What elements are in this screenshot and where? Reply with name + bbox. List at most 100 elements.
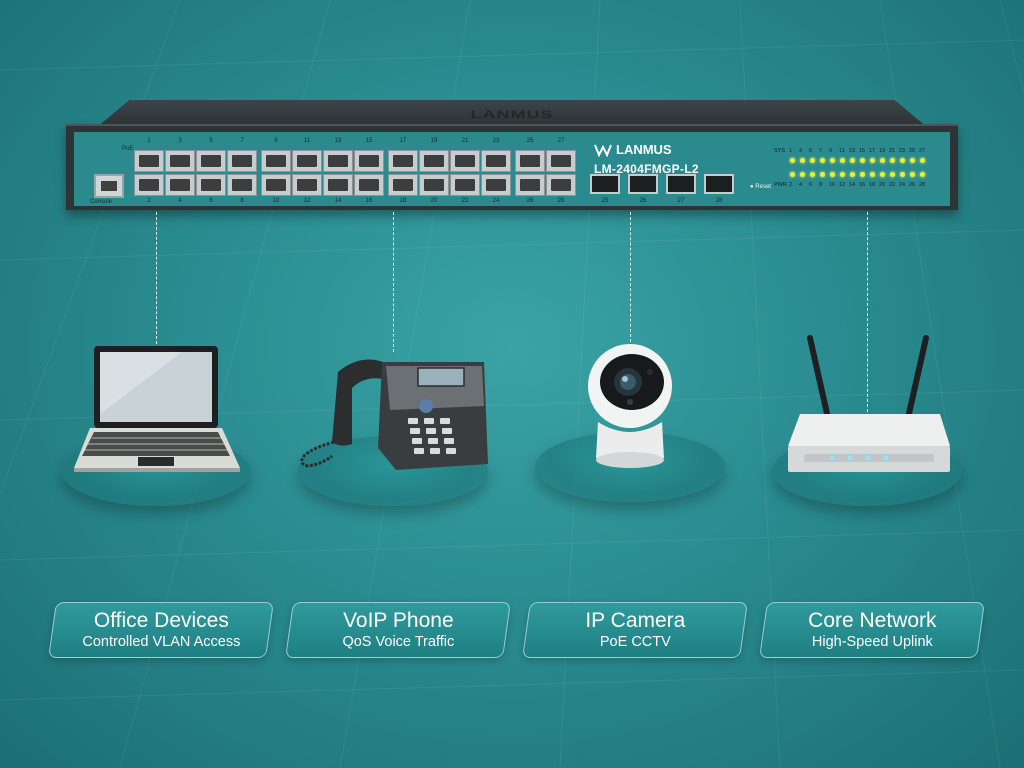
status-led bbox=[790, 172, 795, 177]
combo-port-number-bottom: 28 bbox=[557, 198, 565, 204]
status-led bbox=[820, 172, 825, 177]
port-number-bottom: 6 bbox=[209, 198, 213, 204]
combo-port-number-bottom: 26 bbox=[526, 198, 534, 204]
led-number-bottom: 8 bbox=[819, 182, 823, 188]
office-devices-card: Office Devices Controlled VLAN Access bbox=[48, 602, 274, 658]
rj45-port bbox=[165, 150, 195, 172]
rj45-port bbox=[261, 150, 291, 172]
pwr-label: PWR bbox=[774, 182, 787, 188]
combo-port-number-top: 25 bbox=[526, 138, 534, 144]
led-number-top: 21 bbox=[889, 148, 896, 154]
status-led bbox=[810, 172, 815, 177]
rj45-port bbox=[227, 174, 257, 196]
led-number-bottom: 14 bbox=[849, 182, 856, 188]
port-number-bottom: 14 bbox=[334, 198, 342, 204]
led-number-bottom: 20 bbox=[879, 182, 886, 188]
status-led bbox=[840, 172, 845, 177]
voip-phone-title: VoIP Phone bbox=[343, 609, 454, 632]
rj45-port bbox=[165, 174, 195, 196]
port-number-bottom: 22 bbox=[461, 198, 469, 204]
console-label: Console bbox=[90, 199, 113, 205]
router-icon bbox=[788, 335, 950, 472]
led-number-bottom: 12 bbox=[839, 182, 846, 188]
rj45-port bbox=[261, 174, 291, 196]
sfp-port bbox=[704, 174, 734, 194]
core-network-card: Core Network High-Speed Uplink bbox=[759, 602, 985, 658]
status-led bbox=[850, 172, 855, 177]
status-led bbox=[920, 172, 925, 177]
poe-label: PoE bbox=[122, 146, 134, 152]
rj45-port bbox=[134, 150, 164, 172]
console-port bbox=[94, 174, 124, 198]
combo-rj45-port bbox=[515, 174, 545, 196]
sfp-port-number: 28 bbox=[715, 198, 723, 204]
port-number-bottom: 4 bbox=[178, 198, 182, 204]
port-number-bottom: 16 bbox=[365, 198, 373, 204]
status-led bbox=[800, 172, 805, 177]
status-led bbox=[820, 158, 825, 163]
rj45-port bbox=[419, 150, 449, 172]
rj45-port bbox=[450, 150, 480, 172]
led-number-top: 5 bbox=[809, 148, 813, 154]
led-number-bottom: 26 bbox=[909, 182, 916, 188]
status-led bbox=[890, 158, 895, 163]
led-number-bottom: 4 bbox=[799, 182, 803, 188]
led-number-top: 19 bbox=[879, 148, 886, 154]
status-led bbox=[900, 172, 905, 177]
sfp-port bbox=[666, 174, 696, 194]
port-number-bottom: 24 bbox=[492, 198, 500, 204]
status-led bbox=[860, 172, 865, 177]
status-led bbox=[790, 158, 795, 163]
office-devices-subtitle: Controlled VLAN Access bbox=[82, 634, 241, 650]
switch-top-brand: LANMUS bbox=[470, 108, 554, 121]
status-led bbox=[850, 158, 855, 163]
rj45-port bbox=[419, 174, 449, 196]
sfp-port bbox=[590, 174, 620, 194]
port-number-bottom: 12 bbox=[303, 198, 311, 204]
sfp-port-number: 27 bbox=[677, 198, 685, 204]
ip-camera-card: IP Camera PoE CCTV bbox=[522, 602, 748, 658]
led-number-bottom: 10 bbox=[829, 182, 836, 188]
led-number-bottom: 24 bbox=[899, 182, 906, 188]
port-number-top: 9 bbox=[274, 138, 278, 144]
rj45-port bbox=[134, 174, 164, 196]
sys-label: SYS bbox=[774, 148, 786, 154]
voip-phone-icon bbox=[300, 359, 488, 470]
led-number-top: 3 bbox=[799, 148, 803, 154]
port-number-top: 19 bbox=[430, 138, 438, 144]
rj45-port bbox=[227, 150, 257, 172]
port-number-top: 23 bbox=[492, 138, 500, 144]
led-number-top: 7 bbox=[819, 148, 823, 154]
status-led bbox=[860, 158, 865, 163]
status-led bbox=[810, 158, 815, 163]
led-number-top: 23 bbox=[899, 148, 906, 154]
led-number-top: 13 bbox=[849, 148, 856, 154]
reset-label: ● Reset bbox=[750, 184, 771, 190]
rj45-port bbox=[292, 150, 322, 172]
rj45-port bbox=[481, 150, 511, 172]
rj45-port bbox=[196, 150, 226, 172]
brand-name: LANMUS bbox=[616, 142, 672, 157]
switch-front-panel: PoE Console LANMUS LM-2404FMGP-L2 ● Rese… bbox=[66, 124, 958, 210]
status-led bbox=[870, 158, 875, 163]
core-network-subtitle: High-Speed Uplink bbox=[811, 634, 933, 650]
switch-brand: LANMUS bbox=[594, 142, 672, 157]
led-number-top: 27 bbox=[919, 148, 926, 154]
port-number-bottom: 2 bbox=[147, 198, 151, 204]
rj45-port bbox=[388, 174, 418, 196]
combo-rj45-port bbox=[546, 150, 576, 172]
led-number-top: 9 bbox=[829, 148, 833, 154]
status-led bbox=[920, 158, 925, 163]
lanmus-logo-icon bbox=[594, 144, 612, 157]
port-number-bottom: 8 bbox=[240, 198, 244, 204]
port-panel: PoE Console LANMUS LM-2404FMGP-L2 ● Rese… bbox=[74, 132, 950, 206]
led-number-top: 1 bbox=[789, 148, 793, 154]
rj45-port bbox=[323, 174, 353, 196]
connector-line-voip bbox=[393, 212, 394, 352]
led-number-top: 15 bbox=[859, 148, 866, 154]
core-network-title: Core Network bbox=[808, 609, 937, 632]
led-number-bottom: 28 bbox=[919, 182, 926, 188]
port-number-bottom: 10 bbox=[272, 198, 280, 204]
led-number-top: 25 bbox=[909, 148, 916, 154]
port-number-top: 13 bbox=[334, 138, 342, 144]
